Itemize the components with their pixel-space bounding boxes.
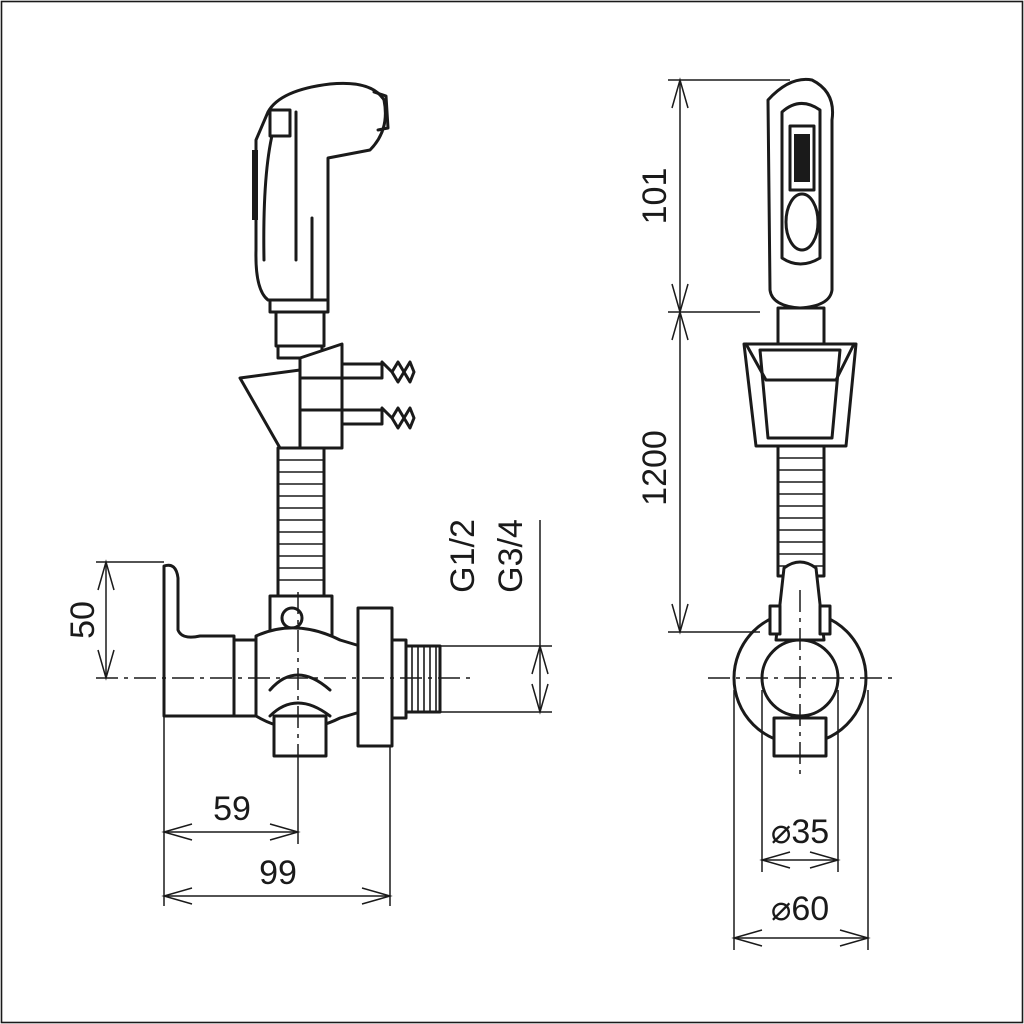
center-lines-front: [708, 590, 892, 780]
dimension-50-label: 50: [64, 601, 102, 639]
dimension-1200-label: 1200: [636, 430, 674, 506]
center-lines-side: [96, 592, 470, 760]
front-view: 101 1200 ⌀35 ⌀60: [636, 77, 892, 950]
dimension-hose-length: 1200: [636, 309, 760, 635]
diameter-35-label: ⌀35: [771, 813, 829, 851]
wall-screw-lower: [340, 406, 416, 430]
side-view: 50 59 99 G1/2 G3/4: [64, 81, 552, 906]
thread-g34-label: G3/4: [492, 519, 530, 593]
dimension-59-label: 59: [213, 790, 251, 828]
dimension-height-valve: 50: [64, 559, 164, 681]
wall-holder-side: [238, 342, 416, 450]
dimension-diameter-35: ⌀35: [759, 690, 841, 872]
dimension-depth-to-axis: 59: [161, 716, 301, 906]
hose-front: [776, 444, 826, 578]
dimension-101-label: 101: [636, 168, 674, 225]
dimension-diameter-60: ⌀60: [731, 690, 871, 950]
handshower-side: [252, 81, 390, 360]
dimension-99-label: 99: [259, 854, 297, 892]
dimension-thread: G1/2 G3/4: [440, 519, 552, 715]
dimension-total-depth: 99: [161, 746, 393, 906]
handshower-front: [766, 77, 835, 350]
wall-screw-upper: [340, 360, 416, 384]
wall-holder-front: [742, 342, 858, 448]
hose-side: [268, 446, 334, 638]
dimension-handshower-height: 101: [636, 77, 790, 632]
diameter-60-label: ⌀60: [771, 890, 829, 928]
thread-g12-label: G1/2: [444, 519, 482, 593]
